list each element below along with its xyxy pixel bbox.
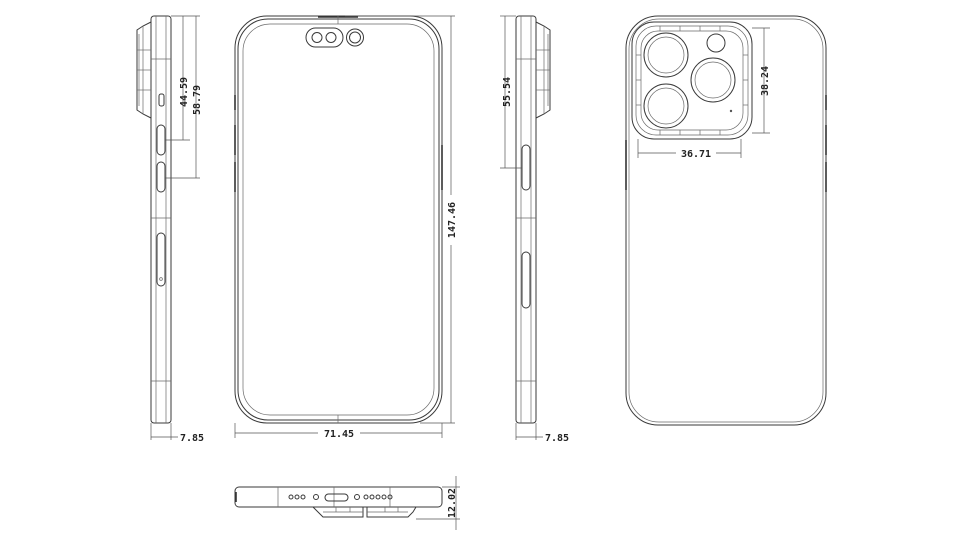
screw-right xyxy=(354,494,360,500)
dim-right-55-54: 55.54 xyxy=(502,77,513,107)
dim-camera-height: 38.24 xyxy=(760,66,771,96)
volume-up-button xyxy=(156,124,166,156)
charging-port xyxy=(324,493,349,502)
dim-front-width: 71.45 xyxy=(324,429,354,440)
dim-bottom-thickness: 12.02 xyxy=(447,488,458,518)
mute-switch xyxy=(158,93,165,107)
dim-front-height: 147.46 xyxy=(447,202,458,238)
right-side-view xyxy=(500,15,551,440)
lens-wide xyxy=(643,32,689,78)
flash xyxy=(706,33,726,53)
bottom-view xyxy=(234,476,460,530)
antenna-window xyxy=(521,251,531,309)
front-camera-pill xyxy=(305,27,344,48)
left-side-view xyxy=(136,15,200,440)
lens-ultrawide xyxy=(643,83,689,129)
screw-left xyxy=(313,494,319,500)
dim-camera-width: 36.71 xyxy=(681,149,711,160)
back-view xyxy=(625,15,827,426)
dim-left-58-79: 58.79 xyxy=(192,85,203,115)
sim-tray xyxy=(156,232,166,287)
volume-down-button xyxy=(156,161,166,193)
lens-telephoto xyxy=(690,57,736,103)
front-view xyxy=(234,15,455,438)
dim-left-44-59: 44.59 xyxy=(179,77,190,107)
camera-module xyxy=(631,21,753,140)
dim-right-thickness: 7.85 xyxy=(545,433,569,444)
power-button xyxy=(521,144,531,191)
dim-left-thickness: 7.85 xyxy=(180,433,204,444)
